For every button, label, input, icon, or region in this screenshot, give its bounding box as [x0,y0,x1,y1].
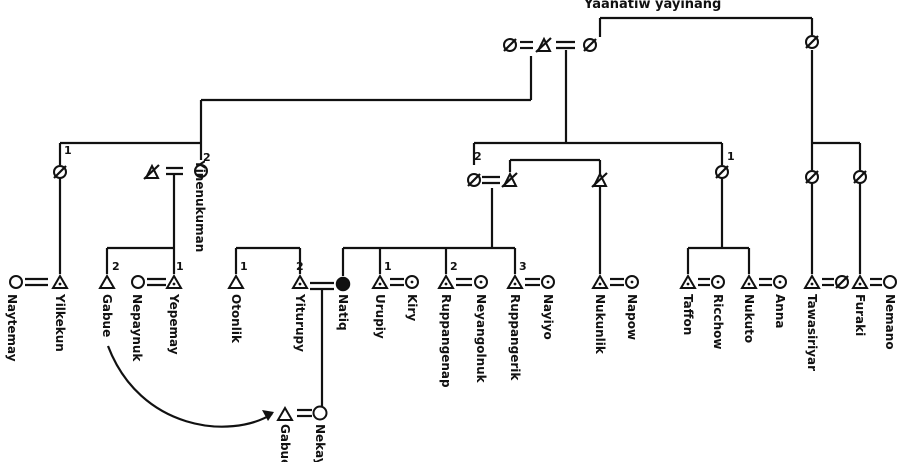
ego-dot [598,282,602,286]
person-name: Nepaynuk [130,294,144,362]
ego-dot [810,282,814,286]
deceased-male-symbol [143,163,160,180]
diagram-title: Yaanatiw yáyinang [583,0,721,12]
person-name: Gabue [278,424,292,462]
person-name: Urupiy [373,294,387,339]
deceased-female-symbol [715,165,729,179]
movement-arrow [106,345,273,428]
ego-dot [858,282,862,286]
birth-order-label: 1 [64,144,72,157]
person-name: Neyangolnuk [474,294,488,384]
person-name: Nayiyo [541,294,555,340]
ego-dot [513,282,517,286]
birth-order-label: 2 [474,150,482,163]
deceased-male-symbol [535,36,552,53]
person-name: Furaki [853,294,867,336]
male-symbol [851,274,869,289]
person-name: Gabue [100,294,114,337]
person-name: Napow [625,294,639,340]
birth-order-label: 2 [203,151,211,164]
ego-dot [58,282,62,286]
person-name: Yinenukuman [193,159,207,252]
person-name: Ruppangerik [508,294,522,381]
birth-order-label: 1 [727,150,735,163]
male-symbol [371,274,389,289]
person-name: Taffon [681,294,695,335]
ego-female-symbol [335,276,351,292]
birth-order-label: 2 [296,260,304,273]
person-name: Anna [773,294,787,328]
deceased-female-symbol [805,35,819,49]
person-name: Otonlik [229,294,243,344]
deceased-female-symbol [503,38,517,52]
male-symbol [98,274,116,289]
female-symbol [312,405,328,421]
deceased-female-symbol [853,170,867,184]
deceased-female-symbol [583,38,597,52]
male-symbol [803,274,821,289]
male-symbol [291,274,309,289]
male-symbol [276,406,294,421]
birth-order-label: 1 [176,260,184,273]
arrowhead [262,410,274,421]
birth-order-label: 1 [384,260,392,273]
ego-dot [546,280,550,284]
person-name: Yiturupy [293,293,307,352]
ego-dot [410,280,414,284]
ego-dot [172,282,176,286]
person-name: Tawasiriyar [805,294,819,371]
ego-dot [630,280,634,284]
female-symbol [9,275,23,289]
male-symbol [51,274,69,289]
deceased-female-symbol [805,170,819,184]
person-name: Nukuto [742,294,756,343]
person-name: Ricchow [711,294,725,349]
female-symbol [194,164,208,178]
ego-dot [686,282,690,286]
person-name: Natiq [336,294,350,331]
ego-dot [716,280,720,284]
deceased-male-symbol [591,171,608,188]
deceased-female-symbol [467,173,481,187]
ego-dot [747,282,751,286]
female-symbol [131,275,145,289]
male-symbol [227,274,245,289]
ego-dot [298,282,302,286]
male-symbol [506,274,524,289]
top-generation [503,16,819,53]
male-symbol [165,274,183,289]
male-symbol [437,274,455,289]
person-name: Nemano [883,294,897,350]
birth-order-label: 2 [112,260,120,273]
female-symbol [883,275,897,289]
deceased-female-symbol [53,165,67,179]
deceased-female-symbol [835,275,849,289]
person-name: Nekay [313,424,327,462]
ego-dot [778,280,782,284]
person-name: Nukunlik [593,294,607,355]
person-name: Ruppangenap [439,294,453,388]
ego-dot [444,282,448,286]
person-name: Naytemay [5,294,19,362]
deceased-male-symbol [501,171,518,188]
person-name: Kiry [405,294,419,321]
person-name: Yepemay [167,293,181,355]
male-symbol [740,274,758,289]
ego-dot [378,282,382,286]
person-name: Yilkekun [53,293,67,352]
birth-order-label: 1 [240,260,248,273]
ego-dot [479,280,483,284]
male-symbol [679,274,697,289]
birth-order-label: 3 [519,260,527,273]
birth-order-label: 2 [450,260,458,273]
male-symbol [591,274,609,289]
